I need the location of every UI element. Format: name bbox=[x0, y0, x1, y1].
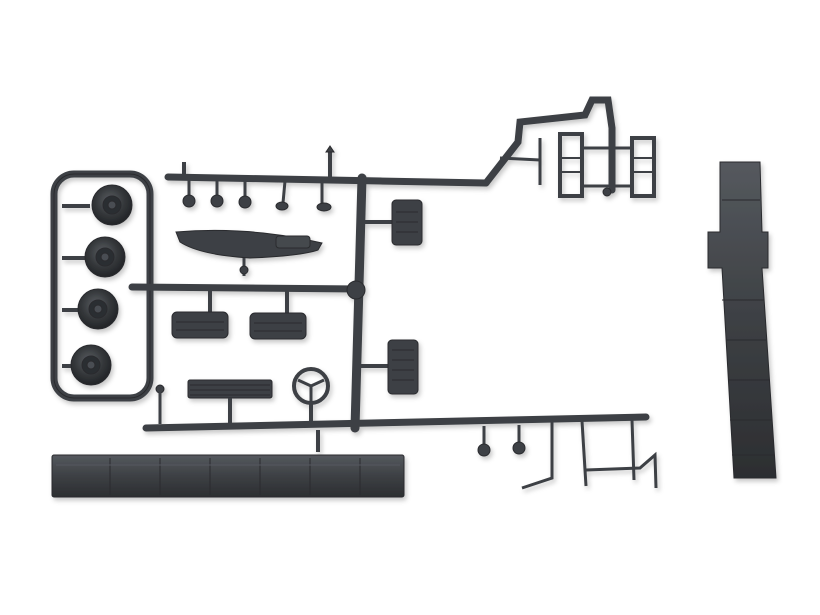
seat-part-1 bbox=[171, 289, 229, 339]
side-rail-right bbox=[707, 161, 777, 479]
spare-wheel-4 bbox=[62, 344, 112, 386]
grille-part bbox=[187, 379, 273, 424]
top-runner-parts bbox=[182, 145, 335, 212]
frame-assembly bbox=[499, 132, 656, 198]
spare-wheel-2 bbox=[62, 236, 126, 278]
main-runner bbox=[128, 96, 650, 433]
lower-runner-parts bbox=[316, 419, 658, 490]
seat-part-2 bbox=[249, 290, 307, 340]
side-rail-bottom bbox=[51, 454, 405, 498]
lever-part bbox=[155, 384, 165, 424]
spare-wheel-1 bbox=[62, 184, 133, 226]
fender-part bbox=[175, 229, 323, 276]
floor-plate-2 bbox=[360, 339, 419, 395]
floor-plate-1 bbox=[364, 199, 423, 246]
spare-wheel-3 bbox=[62, 288, 119, 330]
steering-wheel bbox=[292, 367, 330, 426]
